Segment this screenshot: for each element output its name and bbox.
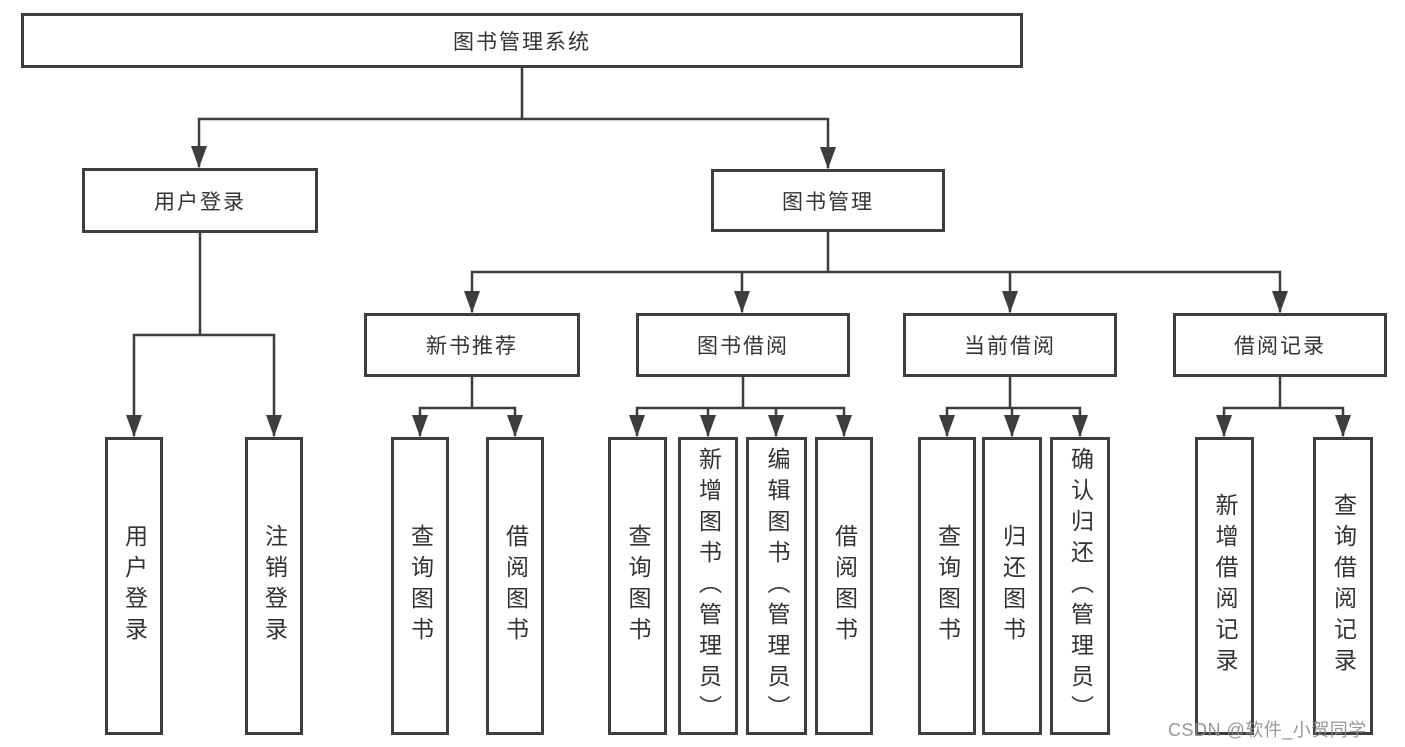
arrowhead bbox=[412, 415, 428, 437]
arrowhead bbox=[939, 415, 955, 437]
arrowhead bbox=[629, 415, 645, 437]
leaf-add-books-admin: 新增图书（管理员） bbox=[678, 437, 738, 735]
arrowhead bbox=[768, 415, 784, 437]
node-book-management: 图书管理 bbox=[711, 169, 945, 232]
arrowhead bbox=[1004, 415, 1020, 437]
node-new-book-recommend: 新书推荐 bbox=[364, 313, 580, 377]
arrowhead bbox=[1002, 291, 1018, 313]
leaf-borrow-books-recommend: 借阅图书 bbox=[486, 437, 544, 735]
leaf-borrow-books: 借阅图书 bbox=[815, 437, 873, 735]
arrowhead bbox=[700, 415, 716, 437]
leaf-edit-books-admin: 编辑图书（管理员） bbox=[746, 437, 807, 735]
node-current-borrow: 当前借阅 bbox=[903, 313, 1117, 377]
arrowhead bbox=[191, 146, 207, 168]
node-user-login: 用户登录 bbox=[82, 168, 318, 233]
leaf-query-books-current: 查询图书 bbox=[918, 437, 976, 735]
leaf-user-login: 用户登录 bbox=[105, 437, 163, 735]
leaf-query-books-borrow: 查询图书 bbox=[608, 437, 667, 735]
arrowhead bbox=[820, 147, 836, 169]
arrowhead bbox=[1272, 291, 1288, 313]
leaf-confirm-return-admin: 确认归还（管理员） bbox=[1050, 437, 1110, 735]
arrowhead bbox=[1216, 415, 1232, 437]
node-root: 图书管理系统 bbox=[21, 13, 1023, 68]
arrowhead bbox=[464, 291, 480, 313]
arrowhead bbox=[734, 291, 750, 313]
arrowhead bbox=[507, 415, 523, 437]
node-borrow-records: 借阅记录 bbox=[1173, 313, 1387, 377]
leaf-return-books: 归还图书 bbox=[982, 437, 1042, 735]
arrowheads bbox=[126, 146, 1351, 437]
arrowhead bbox=[266, 415, 282, 437]
leaf-query-borrow-record: 查询借阅记录 bbox=[1313, 437, 1373, 735]
arrowhead bbox=[1072, 415, 1088, 437]
arrowhead bbox=[126, 415, 142, 437]
node-book-borrow: 图书借阅 bbox=[636, 313, 850, 377]
csdn-watermark: CSDN @软件_小贺同学 bbox=[1168, 720, 1367, 740]
arrowhead bbox=[836, 415, 852, 437]
connector-paths bbox=[132, 66, 1345, 437]
leaf-logout: 注销登录 bbox=[245, 437, 303, 735]
leaf-query-books-recommend: 查询图书 bbox=[391, 437, 449, 735]
arrowhead bbox=[1335, 415, 1351, 437]
leaf-add-borrow-record: 新增借阅记录 bbox=[1195, 437, 1254, 735]
